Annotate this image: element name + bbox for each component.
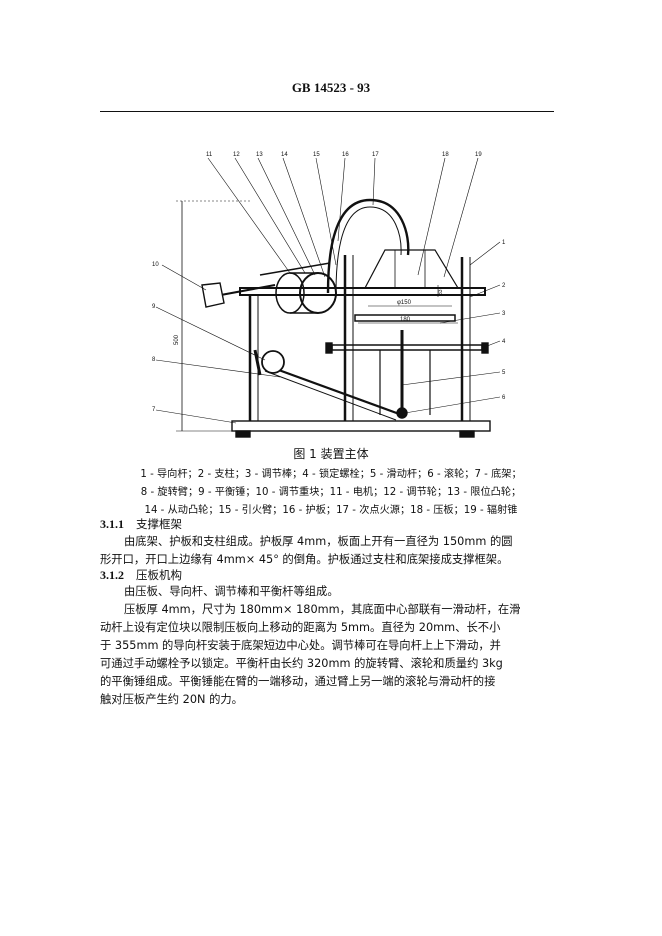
callout-18: 18 — [442, 152, 449, 158]
figure-caption: 图 1 装置主体 — [293, 447, 369, 461]
dimension-diameter-label: φ150 — [397, 300, 412, 306]
callout-9: 9 — [152, 304, 156, 310]
callout-15: 15 — [313, 152, 320, 158]
section-heading-3-1-1: 3.1.1 支撑框架 — [100, 516, 570, 532]
dimension-small-label: 33 — [438, 289, 444, 295]
callout-8: 8 — [152, 357, 156, 363]
callout-1: 1 — [502, 240, 506, 246]
section-3-1-2-intro: 由压板、导向杆、调节棒和平衡杆等组成。 — [100, 583, 562, 601]
section-3-1-1-paragraph: 由底架、护板和支柱组成。护板厚 4mm，板面上开有一直径为 150mm 的圆 形… — [100, 533, 562, 569]
paragraph-line: 形开口，开口上边缘有 4mm× 45° 的倒角。护板通过支柱和底架接成支撑框架。 — [100, 553, 509, 566]
paragraph-line: 的平衡锤组成。平衡锤能在臂的一端移动，通过臂上另一端的滚轮与滑动杆的接 — [100, 675, 496, 688]
callout-19: 19 — [475, 152, 482, 158]
section-3-1-2-paragraph: 压板厚 4mm，尺寸为 180mm× 180mm，其底面中心部联有一滑动杆，在滑… — [100, 601, 562, 709]
section-title: 压板机构 — [136, 568, 182, 582]
paragraph-line: 于 355mm 的导向杆安装于底架短边中心处。调节棒可在导向杆上上下滑动，并 — [100, 639, 501, 652]
section-heading-3-1-2: 3.1.2 压板机构 — [100, 567, 570, 583]
apparatus-figure: 11 12 13 14 15 16 17 18 19 1 2 3 4 5 6 1… — [140, 145, 530, 445]
paragraph-line: 由压板、导向杆、调节棒和平衡杆等组成。 — [124, 585, 339, 598]
callout-12: 12 — [233, 152, 240, 158]
callout-5: 5 — [502, 370, 506, 376]
figure-legend-line-3: 14 - 从动凸轮；15 - 引火臂；16 - 护板；17 - 次点火源；18 … — [144, 505, 518, 516]
paragraph-line: 由底架、护板和支柱组成。护板厚 4mm，板面上开有一直径为 150mm 的圆 — [124, 535, 513, 548]
standard-code-header: GB 14523 - 93 — [291, 80, 371, 95]
base-frame — [231, 420, 491, 432]
callout-11: 11 — [206, 152, 213, 158]
section-title: 支撑框架 — [136, 517, 182, 531]
callout-3: 3 — [502, 311, 506, 317]
callout-17: 17 — [372, 152, 379, 158]
paragraph-line: 触对压板产生约 20N 的力。 — [100, 693, 243, 706]
paragraph-line: 可通过手动螺栓予以锁定。平衡杆由长约 320mm 的旋转臂、滚轮和质量约 3kg — [100, 657, 503, 670]
dimension-height-label: 500 — [174, 334, 180, 345]
callout-6: 6 — [502, 395, 506, 401]
section-number: 3.1.1 — [100, 517, 124, 531]
callout-16: 16 — [342, 152, 349, 158]
callout-13: 13 — [256, 152, 263, 158]
paragraph-line: 动杆上设有定位块以限制压板向上移动的距离为 5mm。直径为 20mm、长不小 — [100, 621, 501, 634]
paragraph-line: 压板厚 4mm，尺寸为 180mm× 180mm，其底面中心部联有一滑动杆，在滑 — [124, 603, 521, 616]
section-number: 3.1.2 — [100, 568, 124, 582]
callout-7: 7 — [152, 407, 156, 413]
header-divider — [100, 111, 554, 112]
callout-10: 10 — [152, 262, 159, 268]
figure-legend-line-2: 8 - 旋转臂；9 - 平衡锤；10 - 调节重块；11 - 电机；12 - 调… — [140, 487, 522, 498]
apparatus-drawing: 11 12 13 14 15 16 17 18 19 1 2 3 4 5 6 1… — [152, 152, 506, 438]
figure-legend-line-1: 1 - 导向杆；2 - 支柱；3 - 调节棒；4 - 锁定螺栓；5 - 滑动杆；… — [140, 469, 522, 480]
dimension-width-label: 180 — [400, 317, 411, 323]
callout-4: 4 — [502, 339, 506, 345]
callout-2: 2 — [502, 283, 506, 289]
callout-14: 14 — [281, 152, 288, 158]
